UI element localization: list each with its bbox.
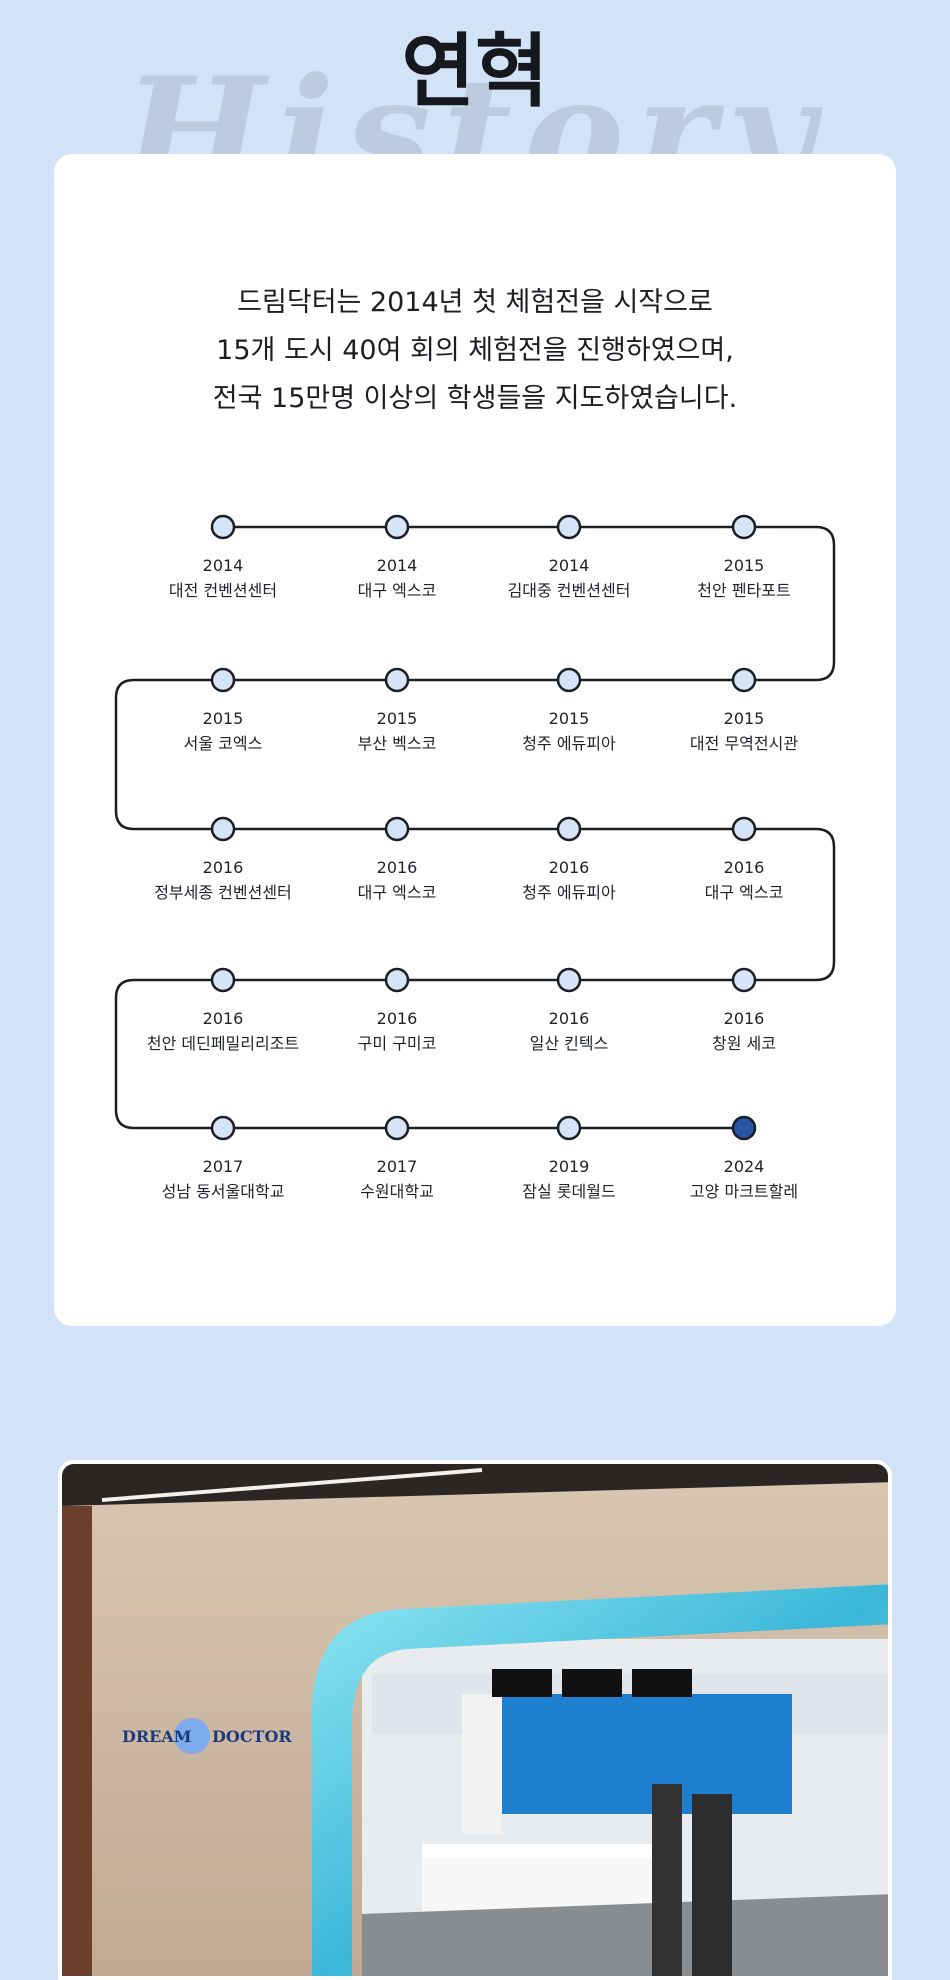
timeline-label: 2019 잠실 롯데월드: [469, 1154, 669, 1204]
timeline-node: [556, 967, 582, 993]
timeline-label: 2014 대전 컨벤션센터: [123, 553, 323, 603]
timeline-label: 2016 천안 데딘페밀리리조트: [123, 1006, 323, 1056]
timeline-venue: 대전 컨벤션센터: [168, 581, 278, 600]
timeline-venue: 구미 구미코: [357, 1034, 437, 1053]
timeline-label: 2016 청주 에듀피아: [469, 855, 669, 905]
timeline-node: [556, 667, 582, 693]
timeline-year: 2019: [548, 1157, 590, 1176]
timeline-label: 2016 정부세종 컨벤션센터: [123, 855, 323, 905]
timeline-node: [210, 967, 236, 993]
timeline-venue: 창원 세코: [712, 1034, 776, 1053]
timeline-node: [556, 1115, 582, 1141]
intro-line: 드림닥터는 2014년 첫 체험전을 시작으로: [237, 287, 713, 318]
timeline-label: 2015 서울 코엑스: [123, 706, 323, 756]
timeline-year: 2024: [723, 1157, 765, 1176]
timeline-year: 2016: [376, 1009, 418, 1028]
timeline-year: 2016: [723, 858, 765, 877]
timeline-venue: 일산 킨텍스: [529, 1034, 609, 1053]
timeline-year: 2014: [202, 556, 244, 575]
timeline-venue: 고양 마크트할레: [689, 1182, 799, 1201]
timeline-venue: 부산 벡스코: [357, 734, 437, 753]
timeline-label: 2015 천안 펜타포트: [644, 553, 844, 603]
timeline-year: 2016: [548, 858, 590, 877]
timeline-node: [210, 667, 236, 693]
timeline-node: [384, 967, 410, 993]
timeline-year: 2014: [548, 556, 590, 575]
timeline-label: 2016 구미 구미코: [297, 1006, 497, 1056]
timeline-label: 2014 김대중 컨벤션센터: [469, 553, 669, 603]
timeline-year: 2016: [723, 1009, 765, 1028]
timeline-venue: 잠실 롯데월드: [522, 1182, 616, 1201]
timeline-year: 2017: [376, 1157, 418, 1176]
timeline-label: 2017 수원대학교: [297, 1154, 497, 1204]
timeline-venue: 서울 코엑스: [183, 734, 263, 753]
timeline-node: [556, 514, 582, 540]
timeline-label: 2015 대전 무역전시관: [644, 706, 844, 756]
timeline-year: 2016: [202, 1009, 244, 1028]
timeline-node: [731, 967, 757, 993]
intro-text: 드림닥터는 2014년 첫 체험전을 시작으로 15개 도시 40여 회의 체험…: [54, 279, 896, 423]
timeline-node: [731, 816, 757, 842]
timeline-venue: 청주 에듀피아: [522, 734, 616, 753]
exhibition-photo: DREAM DOCTOR: [58, 1460, 892, 1980]
timeline-label: 2015 부산 벡스코: [297, 706, 497, 756]
timeline-venue: 성남 동서울대학교: [161, 1182, 285, 1201]
timeline-venue: 대전 무역전시관: [689, 734, 799, 753]
timeline-node: [384, 514, 410, 540]
timeline-node: [384, 816, 410, 842]
timeline-label: 2016 창원 세코: [644, 1006, 844, 1056]
timeline-node: [556, 816, 582, 842]
timeline-line: [114, 525, 836, 1130]
timeline-venue: 대구 엑스코: [357, 883, 437, 902]
timeline-path: [114, 514, 836, 1141]
timeline-year: 2014: [376, 556, 418, 575]
timeline-venue: 천안 데딘페밀리리조트: [146, 1034, 300, 1053]
timeline-year: 2016: [376, 858, 418, 877]
timeline-year: 2015: [723, 556, 765, 575]
timeline-node: [210, 816, 236, 842]
timeline-node: [384, 667, 410, 693]
timeline-node: [384, 1115, 410, 1141]
timeline-year: 2017: [202, 1157, 244, 1176]
timeline-node: [210, 514, 236, 540]
timeline-label: 2017 성남 동서울대학교: [123, 1154, 323, 1204]
timeline-venue: 대구 엑스코: [704, 883, 784, 902]
photo-sign-dream: DREAM: [122, 1727, 192, 1746]
timeline-node-current: [731, 1115, 757, 1141]
timeline-node: [731, 514, 757, 540]
timeline-venue: 김대중 컨벤션센터: [507, 581, 631, 600]
timeline-label: 2024 고양 마크트할레: [644, 1154, 844, 1204]
timeline-year: 2015: [376, 709, 418, 728]
page-title: 연혁: [401, 25, 549, 118]
timeline-year: 2015: [548, 709, 590, 728]
timeline-label: 2014 대구 엑스코: [297, 553, 497, 603]
timeline-venue: 청주 에듀피아: [522, 883, 616, 902]
timeline-label: 2016 대구 엑스코: [644, 855, 844, 905]
intro-line: 15개 도시 40여 회의 체험전을 진행하였으며,: [216, 335, 734, 366]
photo-illustration: DREAM DOCTOR: [62, 1464, 888, 1976]
timeline-year: 2015: [202, 709, 244, 728]
history-card: 드림닥터는 2014년 첫 체험전을 시작으로 15개 도시 40여 회의 체험…: [54, 154, 896, 1326]
timeline-label: 2016 대구 엑스코: [297, 855, 497, 905]
timeline-venue: 천안 펜타포트: [697, 581, 791, 600]
timeline-venue: 정부세종 컨벤션센터: [154, 883, 292, 902]
timeline-year: 2015: [723, 709, 765, 728]
timeline-label: 2016 일산 킨텍스: [469, 1006, 669, 1056]
timeline-node: [210, 1115, 236, 1141]
photo-sign-doctor: DOCTOR: [212, 1727, 292, 1746]
timeline-venue: 대구 엑스코: [357, 581, 437, 600]
timeline-year: 2016: [202, 858, 244, 877]
timeline-node: [731, 667, 757, 693]
intro-line: 전국 15만명 이상의 학생들을 지도하였습니다.: [212, 383, 738, 414]
timeline-year: 2016: [548, 1009, 590, 1028]
timeline-venue: 수원대학교: [360, 1182, 434, 1201]
timeline-label: 2015 청주 에듀피아: [469, 706, 669, 756]
